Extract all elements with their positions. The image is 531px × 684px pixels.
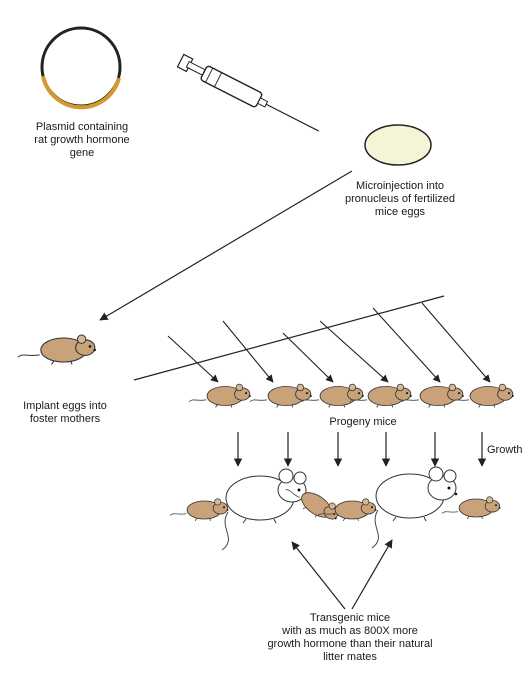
plasmid-icon [42,28,120,107]
fertilized-egg-icon [365,125,431,165]
growth-arrows [238,432,482,466]
progeny-mouse [189,384,251,407]
transgenic-mouse [222,469,307,550]
syringe-icon [177,54,322,139]
foster-mother-mouse [18,335,96,364]
plasmid-label: Plasmid containing rat growth hormone ge… [30,121,134,160]
transgenic-label: Transgenic mice with as much as 800X mor… [230,612,470,664]
adult-mice-row [170,467,501,550]
progeny-mouse [250,384,312,407]
littermate-mouse [442,497,501,519]
growth-label: Growth [487,444,531,457]
arrow-to-foster-mother [100,171,352,320]
littermate-mouse [170,499,229,521]
transgenic-mouse [372,467,457,548]
lineage-lines [134,296,490,382]
transgenic-pointer-arrows [292,540,392,609]
implant-label: Implant eggs into foster mothers [10,400,120,426]
microinjection-label: Microinjection into pronucleus of fertil… [332,180,468,219]
progeny-mice-row [189,384,514,407]
progeny-label: Progeny mice [318,416,408,429]
